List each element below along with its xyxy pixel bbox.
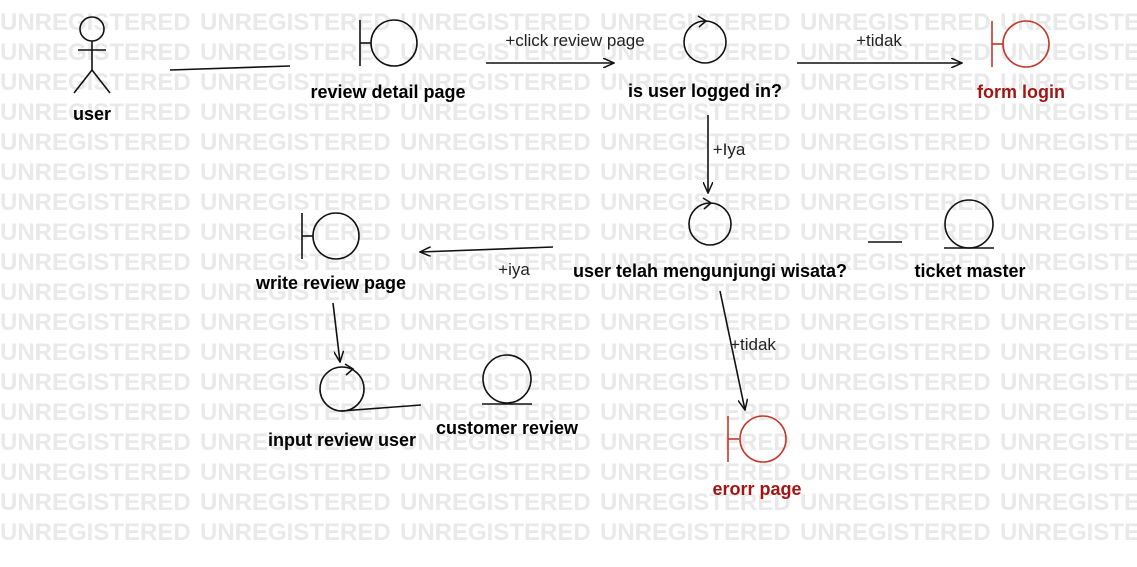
link-user-review-detail	[169, 65, 291, 71]
arrow-visited-to-write-review	[420, 246, 554, 252]
edge-label-iya-logged: +Iya	[713, 140, 746, 159]
arrow-visited-to-error	[719, 290, 745, 410]
form-login-label: form login	[977, 82, 1065, 102]
customer-review-label: customer review	[436, 418, 579, 438]
write-review-page-boundary-icon[interactable]	[301, 212, 360, 260]
input-review-user-label: input review user	[268, 430, 416, 450]
actor-head	[79, 16, 105, 42]
customer-review-entity-icon[interactable]	[482, 354, 532, 405]
user-telah-mengunjungi-control-icon[interactable]	[688, 197, 732, 246]
review-detail-page-boundary-icon[interactable]	[359, 19, 418, 67]
is-user-logged-in-label: is user logged in?	[628, 81, 782, 101]
ticket-master-entity-icon[interactable]	[944, 199, 994, 249]
link-input-customer-review	[340, 404, 422, 412]
edge-label-click-review-page: +click review page	[505, 31, 644, 50]
erorr-page-label: erorr page	[712, 479, 801, 499]
review-detail-page-label: review detail page	[310, 82, 465, 102]
user-label: user	[73, 104, 111, 124]
erorr-page-boundary-icon[interactable]	[727, 415, 787, 463]
arrow-write-review-to-input	[332, 302, 340, 362]
input-review-user-control-icon[interactable]	[319, 363, 365, 412]
connectors	[169, 63, 962, 412]
edge-label-tidak-login: +tidak	[856, 31, 902, 50]
user-telah-mengunjungi-label: user telah mengunjungi wisata?	[573, 261, 847, 281]
ticket-master-label: ticket master	[914, 261, 1025, 281]
is-user-logged-in-control-icon[interactable]	[683, 15, 727, 64]
form-login-boundary-icon[interactable]	[991, 20, 1050, 68]
edge-label-tidak-visited: +tidak	[730, 335, 776, 354]
user-actor[interactable]	[73, 16, 111, 94]
edge-label-iya-visited: +iya	[498, 260, 530, 279]
write-review-page-label: write review page	[255, 273, 406, 293]
